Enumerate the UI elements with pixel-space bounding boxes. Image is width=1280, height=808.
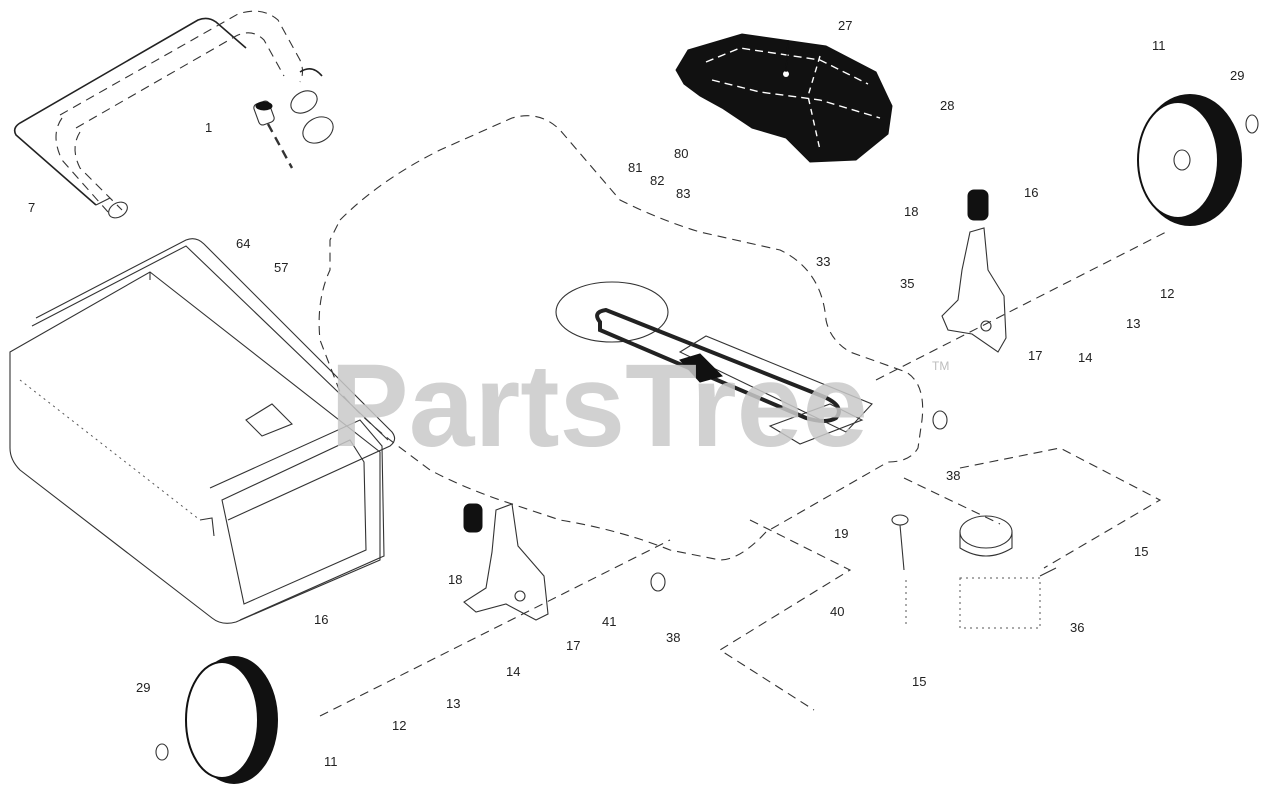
callout-17-right: 17: [1028, 348, 1042, 363]
callout-82: 82: [650, 173, 664, 188]
rear-right-wheel[interactable]: [1137, 94, 1259, 226]
callout-labels: 1 7 27 28 11 29 80 81 82 83 16 18 64 57 …: [28, 18, 1244, 769]
callout-57: 57: [274, 260, 288, 275]
right-height-adjuster[interactable]: [941, 189, 1007, 353]
callout-13-right: 13: [1126, 316, 1140, 331]
callout-14-right: 14: [1078, 350, 1092, 365]
callout-83: 83: [676, 186, 690, 201]
callout-28: 28: [940, 98, 954, 113]
callout-29-top: 29: [1230, 68, 1244, 83]
callout-81: 81: [628, 160, 642, 175]
callout-38-right: 38: [946, 468, 960, 483]
trademark-symbol: TM: [932, 359, 949, 373]
partstree-watermark: PartsTree: [330, 340, 868, 472]
blade-adapter[interactable]: [959, 515, 1041, 629]
grass-catcher-bag[interactable]: [9, 238, 396, 624]
callout-33: 33: [816, 254, 830, 269]
engine-shroud[interactable]: [675, 33, 893, 163]
callout-11-top: 11: [1152, 38, 1166, 53]
callout-17-left: 17: [566, 638, 580, 653]
control-bail[interactable]: [13, 17, 247, 206]
callout-35: 35: [900, 276, 914, 291]
callout-40: 40: [830, 604, 844, 619]
callout-27: 27: [838, 18, 852, 33]
callout-16-right: 16: [1024, 185, 1038, 200]
upper-handle-outline[interactable]: [59, 10, 304, 116]
callout-19: 19: [834, 526, 848, 541]
left-height-adjuster[interactable]: [463, 503, 549, 621]
assembly-guide-lines: [319, 231, 1167, 717]
callout-15-right: 15: [1134, 544, 1148, 559]
callout-12-left: 12: [392, 718, 406, 733]
callout-11-left: 11: [324, 754, 338, 769]
callout-1: 1: [205, 120, 212, 135]
callout-7: 7: [28, 200, 35, 215]
callout-80: 80: [674, 146, 688, 161]
callout-15-left: 15: [912, 674, 926, 689]
callout-64: 64: [236, 236, 250, 251]
callout-18-left: 18: [448, 572, 462, 587]
front-left-wheel[interactable]: [155, 656, 278, 784]
callout-13-left: 13: [446, 696, 460, 711]
callout-36: 36: [1070, 620, 1084, 635]
handle-assembly[interactable]: [13, 10, 338, 221]
callout-41: 41: [602, 614, 616, 629]
blade-bolt[interactable]: [891, 514, 909, 624]
callout-16-left: 16: [314, 612, 328, 627]
callout-29-left: 29: [136, 680, 150, 695]
callout-38-left: 38: [666, 630, 680, 645]
callout-14-left: 14: [506, 664, 520, 679]
mower-deck[interactable]: [318, 115, 924, 561]
callout-18-right: 18: [904, 204, 918, 219]
callout-12-right: 12: [1160, 286, 1174, 301]
